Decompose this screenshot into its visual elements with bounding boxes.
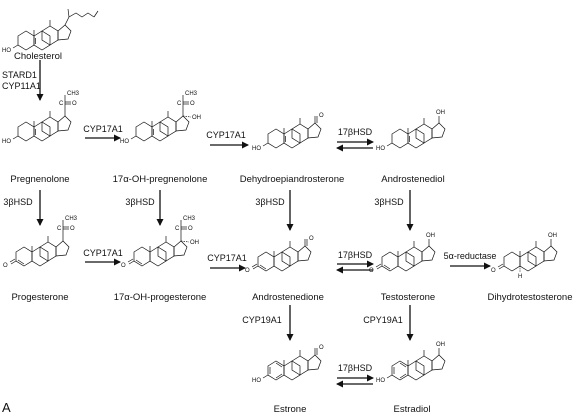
enzyme-3bhsd-1: 3βHSD [3, 197, 33, 207]
estradiol-structure: HO OH [376, 342, 446, 384]
progesterone-structure: O CH3 C O [3, 216, 78, 269]
enzyme-cyp17a1-1: CYP17A1 [83, 124, 123, 134]
oh-progesterone-label: 17α-OH-progesterone [114, 292, 207, 303]
estrone-label: Estrone [274, 404, 307, 415]
oh-label: OH [192, 115, 201, 121]
h-label: H [518, 274, 522, 280]
oh-pregnenolone-structure: HO CH3 C O OH [120, 91, 201, 145]
cholesterol-structure: HO [2, 8, 99, 54]
dhea-structure: HO O [252, 113, 324, 152]
enzyme-cpy19a1: CPY19A1 [363, 315, 403, 325]
oh-label: OH [436, 342, 445, 348]
testosterone-label: Testosterone [381, 292, 435, 303]
o-label: O [491, 268, 496, 274]
enzyme-cyp19a1: CYP19A1 [242, 315, 282, 325]
progesterone-label: Progesterone [11, 292, 68, 303]
pregnenolone-structure: HO CH3 C O [2, 91, 80, 145]
o-label: O [319, 113, 324, 119]
c-label: C [177, 101, 182, 107]
cholesterol-label: Cholesterol [14, 51, 62, 62]
androstenedione-structure: O O [245, 236, 314, 274]
enzyme-stard1: STARD1 [2, 70, 37, 80]
ch3-label: CH3 [67, 91, 80, 97]
oh-progesterone-structure: O CH3 C O OH [121, 216, 199, 269]
ho-label: HO [376, 146, 385, 152]
estrone-structure: HO O [252, 345, 324, 384]
ch3-label: CH3 [183, 216, 196, 222]
o-label: O [245, 268, 250, 274]
o-label: O [70, 226, 75, 232]
ch3-label: CH3 [185, 91, 198, 97]
enzyme-17bhsd-1: 17βHSD [338, 127, 373, 137]
o-label: O [309, 236, 314, 242]
c-label: C [57, 226, 62, 232]
c-label: C [175, 226, 180, 232]
oh-label: OH [436, 110, 445, 116]
dht-structure: O OH H [491, 233, 558, 280]
androstenedione-label: Androstenedione [252, 292, 324, 303]
o-label: O [190, 101, 195, 107]
enzyme-cyp17a1-2: CYP17A1 [206, 130, 246, 140]
testosterone-structure: O OH [369, 233, 436, 274]
enzyme-cyp17a1-3: CYP17A1 [83, 248, 123, 258]
enzyme-3bhsd-2: 3βHSD [125, 197, 155, 207]
o-label: O [319, 345, 324, 351]
enzyme-17bhsd-3: 17βHSD [338, 363, 373, 373]
enzyme-3bhsd-4: 3βHSD [374, 197, 404, 207]
androstenediol-label: Androstenediol [381, 174, 444, 185]
enzyme-5a-reductase: 5α-reductase [444, 251, 497, 261]
androstenediol-structure: HO OH [376, 110, 446, 152]
pregnenolone-label: Pregnenolone [10, 174, 69, 185]
oh-label: OH [548, 233, 557, 239]
o-label: O [121, 263, 126, 269]
o-label: O [3, 263, 8, 269]
enzyme-3bhsd-3: 3βHSD [255, 197, 285, 207]
enzyme-cyp11a1: CYP11A1 [2, 81, 41, 91]
estradiol-label: Estradiol [394, 404, 431, 415]
ch3-label: CH3 [65, 216, 78, 222]
ho-label: HO [252, 146, 261, 152]
panel-label: A [2, 400, 11, 415]
dhea-label: Dehydroepiandrosterone [240, 174, 345, 185]
enzyme-cyp17a1-4: CYP17A1 [207, 253, 247, 263]
o-label: O [188, 226, 193, 232]
enzyme-17bhsd-2: 17βHSD [338, 250, 373, 260]
dht-label: Dihydrotestosterone [487, 292, 572, 303]
oh-label: OH [190, 240, 199, 246]
o-label: O [369, 268, 374, 274]
oh-label: OH [426, 233, 435, 239]
ho-label: HO [376, 378, 385, 384]
ho-label: HO [120, 139, 129, 145]
c-label: C [59, 101, 64, 107]
ho-label: HO [252, 378, 261, 384]
ho-label: HO [2, 48, 11, 54]
o-label: O [72, 101, 77, 107]
ho-label: HO [2, 139, 11, 145]
oh-pregnenolone-label: 17α-OH-pregnenolone [113, 174, 208, 185]
